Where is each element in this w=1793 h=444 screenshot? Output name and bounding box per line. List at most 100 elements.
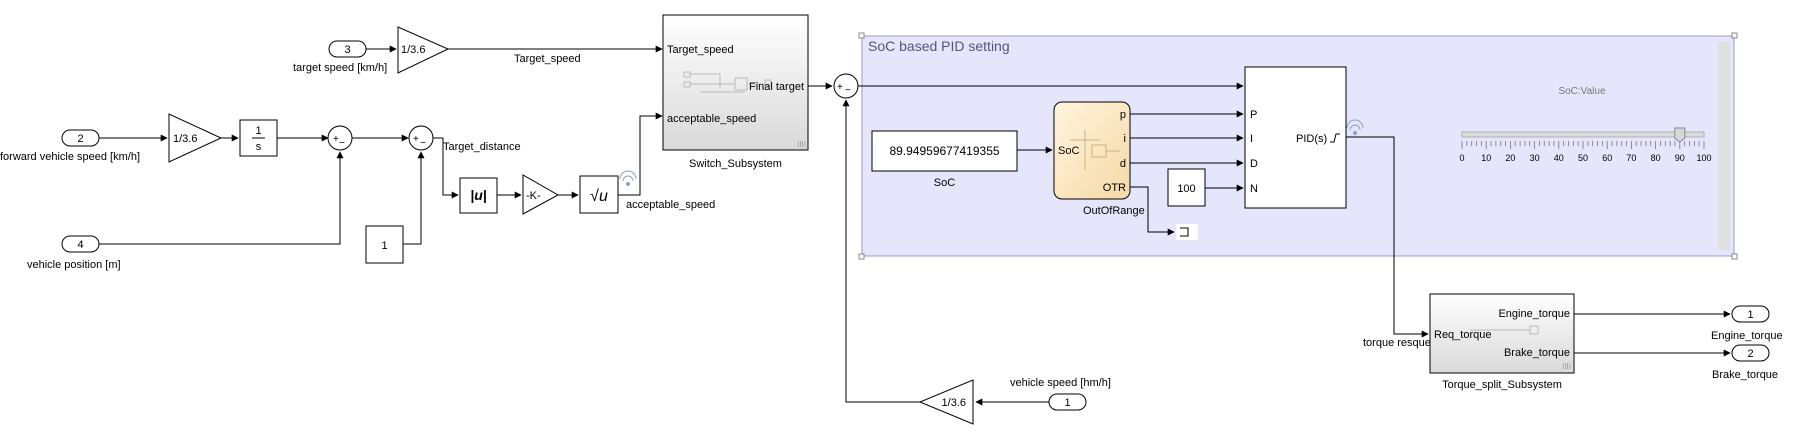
switch-in1-label: Target_speed — [667, 44, 734, 56]
gain-forward-speed[interactable]: 1/3.6 — [168, 113, 223, 163]
wire-otr — [1130, 186, 1175, 236]
switch-in2-label: acceptable_speed — [667, 113, 756, 125]
svg-text:IIII: IIII — [1562, 362, 1571, 371]
gain-target-speed-value: 1/3.6 — [401, 44, 425, 56]
torque-split-preview — [1470, 325, 1539, 335]
pid-port-n: N — [1250, 183, 1258, 195]
outport-brake-label: Brake_torque — [1712, 369, 1778, 381]
outofrange-out-i: i — [1124, 133, 1126, 145]
inport-vehicle-speed[interactable]: 1 — [1048, 393, 1087, 411]
slider-tick-label: 0 — [1459, 153, 1464, 163]
outofrange-out-p: p — [1120, 109, 1126, 121]
slider-tick-label: 20 — [1505, 153, 1515, 163]
sum-2-minus: − — [420, 138, 426, 149]
outport-brake-torque[interactable]: 2 — [1731, 344, 1770, 362]
outofrange-out-otr: OTR — [1103, 182, 1126, 194]
inport-forward-speed[interactable]: 2 — [61, 129, 100, 147]
switch-subsystem[interactable]: Target_speed acceptable_speed Final targ… — [662, 14, 809, 151]
soc-display-block[interactable]: 89.94959677419355 — [871, 130, 1018, 172]
integrator-numerator: 1 — [255, 125, 261, 137]
signal-target-speed: Target_speed — [514, 53, 581, 65]
outport-engine-torque[interactable]: 1 — [1731, 305, 1770, 323]
wire-torque-request — [1346, 136, 1429, 338]
inport-target-speed-label: target speed [km/h] — [293, 62, 387, 74]
wire-acceptable-speed — [618, 112, 663, 196]
torque-split-name: Torque_split_Subsystem — [1442, 379, 1562, 391]
slider-tick-label: 50 — [1578, 153, 1588, 163]
soc-area-title: SoC based PID setting — [868, 38, 1010, 54]
abs-block[interactable]: |u| — [459, 177, 498, 214]
pid-label: PID(s) — [1296, 133, 1327, 145]
saturation-icon — [1330, 133, 1340, 143]
constant-100-value: 100 — [1177, 183, 1195, 195]
signal-logging-icon-2 — [1346, 119, 1364, 135]
sum-block-2[interactable]: + − — [408, 125, 434, 151]
outport-engine-label: Engine_torque — [1711, 330, 1783, 342]
signal-logging-icon — [619, 170, 637, 186]
constant-1-block[interactable]: 1 — [365, 225, 404, 264]
inport-target-speed[interactable]: 3 — [328, 40, 367, 58]
slider-thumb[interactable] — [1674, 127, 1686, 143]
slider-tick-label: 30 — [1530, 153, 1540, 163]
terminator-block[interactable] — [1176, 224, 1198, 240]
torque-split-out2-label: Brake_torque — [1504, 347, 1570, 359]
sum-block-1[interactable]: + − — [327, 125, 353, 151]
gain-vehicle-speed[interactable]: 1/3.6 — [918, 379, 974, 425]
integrator-block[interactable]: 1 s — [239, 119, 278, 157]
switch-out-label: Final target — [749, 81, 804, 93]
inport-vehicle-position[interactable]: 4 — [61, 235, 100, 253]
sum-1-minus: − — [339, 138, 345, 149]
sqrt-block[interactable]: √u — [579, 175, 619, 214]
slider-tick-label: 40 — [1554, 153, 1564, 163]
gain-k[interactable]: -K- — [522, 174, 560, 215]
sum-block-3[interactable]: + − — [833, 73, 859, 99]
switch-subsystem-preview — [683, 71, 772, 93]
inport-vehicle-position-number: 4 — [77, 239, 83, 251]
outofrange-subsystem[interactable]: SoC p i d OTR — [1053, 101, 1131, 200]
pid-port-p: P — [1250, 109, 1257, 121]
svg-text:IIII: IIII — [797, 140, 806, 149]
outofrange-out-d: d — [1120, 158, 1126, 170]
torque-split-subsystem[interactable]: Req_torque Engine_torque Brake_torque II… — [1429, 293, 1575, 374]
outport-brake-number: 2 — [1747, 348, 1753, 360]
inport-forward-speed-label: forward vehicle speed [km/h] — [0, 151, 140, 163]
slider-tick-label: 10 — [1481, 153, 1491, 163]
constant-100-block[interactable]: 100 — [1167, 168, 1206, 207]
torque-split-out1-label: Engine_torque — [1498, 308, 1570, 320]
signal-acceptable-speed: acceptable_speed — [626, 199, 715, 211]
wire-target-distance — [433, 137, 459, 199]
switch-subsystem-name: Switch_Subsystem — [689, 158, 782, 170]
outport-engine-number: 1 — [1747, 309, 1753, 321]
inport-vehicle-speed-number: 1 — [1064, 397, 1070, 409]
slider-tick-label: 90 — [1675, 153, 1685, 163]
inport-forward-speed-number: 2 — [77, 133, 83, 145]
outofrange-name: OutOfRange — [1083, 205, 1145, 217]
abs-block-symbol: |u| — [470, 187, 486, 203]
sum-2-plus: + — [413, 134, 419, 145]
gain-vehicle-speed-value: 1/3.6 — [942, 397, 966, 409]
outofrange-preview — [1070, 130, 1120, 170]
soc-display-name: SoC — [934, 177, 955, 189]
signal-target-distance: Target_distance — [443, 141, 521, 153]
gain-forward-speed-value: 1/3.6 — [173, 133, 197, 145]
pid-port-d: D — [1250, 158, 1258, 170]
torque-split-in-label: Req_torque — [1434, 329, 1492, 341]
constant-1-value: 1 — [381, 240, 387, 252]
sqrt-block-symbol: √u — [590, 188, 608, 205]
wire-const1-to-sum2 — [403, 151, 425, 245]
sum-3-plus: + — [837, 82, 843, 93]
outofrange-in-label: SoC — [1058, 145, 1079, 157]
gain-k-value: -K- — [526, 190, 541, 202]
gain-target-speed[interactable]: 1/3.6 — [397, 26, 450, 74]
inport-target-speed-number: 3 — [344, 44, 350, 56]
signal-torque-request: torque resquest — [1363, 337, 1439, 349]
slider-title: SoC:Value — [1558, 86, 1606, 97]
inport-vehicle-position-label: vehicle position [m] — [27, 259, 121, 271]
slider-tick-label: 100 — [1696, 153, 1711, 163]
slider-tick-label: 60 — [1602, 153, 1612, 163]
pid-block[interactable]: P I D N PID(s) — [1244, 66, 1347, 209]
slider-tick-label: 80 — [1651, 153, 1661, 163]
